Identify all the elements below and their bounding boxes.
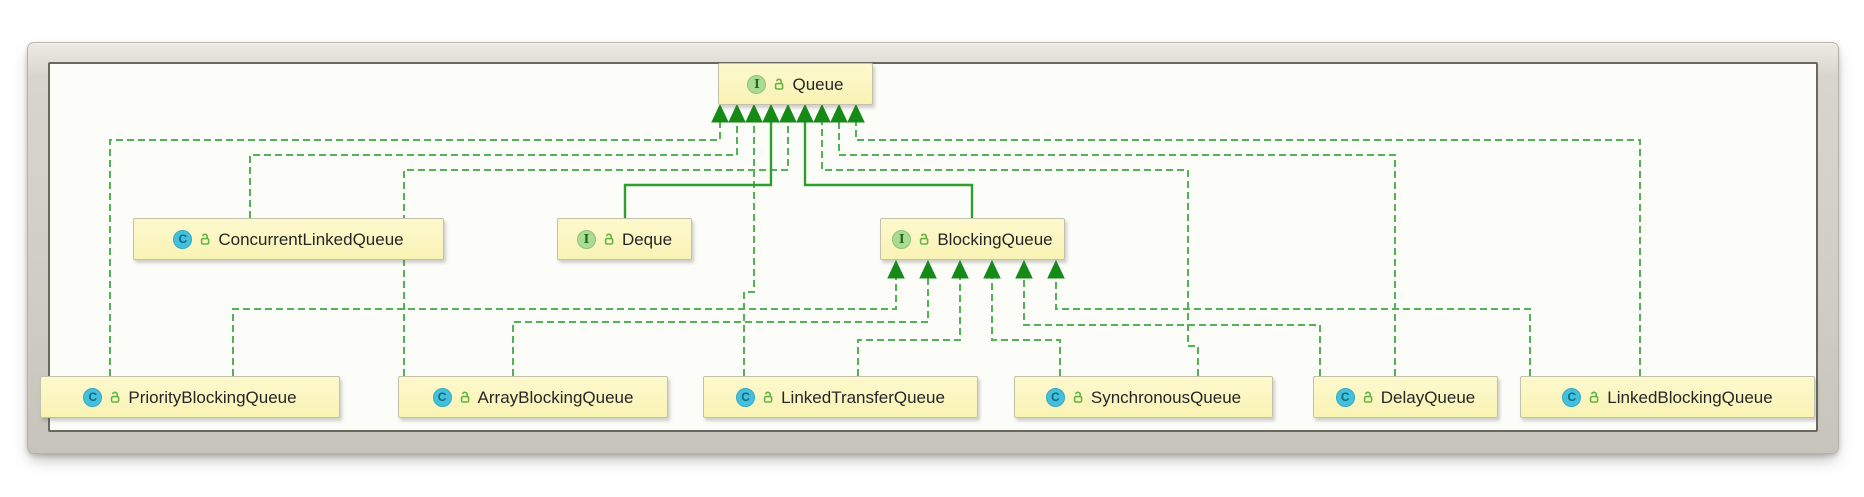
node-label: Deque	[621, 229, 673, 249]
interface-icon: I	[892, 229, 912, 249]
interface-icon: I	[576, 229, 596, 249]
interface-icon: I	[747, 74, 767, 94]
node-linked-blocking-queue[interactable]: C LinkedBlockingQueue	[1520, 376, 1815, 418]
node-synchronous-queue[interactable]: C SynchronousQueue	[1014, 376, 1273, 418]
node-label: Queue	[792, 74, 844, 94]
lock-icon	[199, 233, 211, 246]
node-label: PriorityBlockingQueue	[128, 387, 297, 407]
class-icon: C	[1045, 387, 1065, 407]
lock-icon	[459, 391, 471, 404]
lock-icon	[1588, 391, 1600, 404]
class-icon: C	[173, 229, 193, 249]
node-label: ArrayBlockingQueue	[477, 387, 634, 407]
lock-icon	[773, 78, 785, 91]
node-priority-blocking-queue[interactable]: C PriorityBlockingQueue	[40, 376, 340, 418]
node-label: SynchronousQueue	[1090, 387, 1242, 407]
node-blocking-queue[interactable]: I BlockingQueue	[880, 218, 1065, 260]
node-label: DelayQueue	[1380, 387, 1476, 407]
node-array-blocking-queue[interactable]: C ArrayBlockingQueue	[398, 376, 668, 418]
node-linked-transfer-queue[interactable]: C LinkedTransferQueue	[703, 376, 978, 418]
class-icon: C	[432, 387, 452, 407]
node-label: ConcurrentLinkedQueue	[218, 229, 404, 249]
node-delay-queue[interactable]: C DelayQueue	[1313, 376, 1498, 418]
class-icon: C	[1335, 387, 1355, 407]
lock-icon	[1072, 391, 1084, 404]
class-icon: C	[1562, 387, 1582, 407]
lock-icon	[1362, 391, 1374, 404]
node-label: LinkedBlockingQueue	[1607, 387, 1773, 407]
lock-icon	[918, 233, 930, 246]
class-icon: C	[736, 387, 756, 407]
node-queue[interactable]: I Queue	[718, 63, 873, 105]
node-concurrent-linked-queue[interactable]: C ConcurrentLinkedQueue	[133, 218, 444, 260]
node-label: BlockingQueue	[937, 229, 1053, 249]
lock-icon	[603, 233, 615, 246]
node-deque[interactable]: I Deque	[557, 218, 692, 260]
lock-icon	[762, 391, 774, 404]
node-label: LinkedTransferQueue	[781, 387, 945, 407]
class-icon: C	[83, 387, 103, 407]
lock-icon	[109, 391, 121, 404]
